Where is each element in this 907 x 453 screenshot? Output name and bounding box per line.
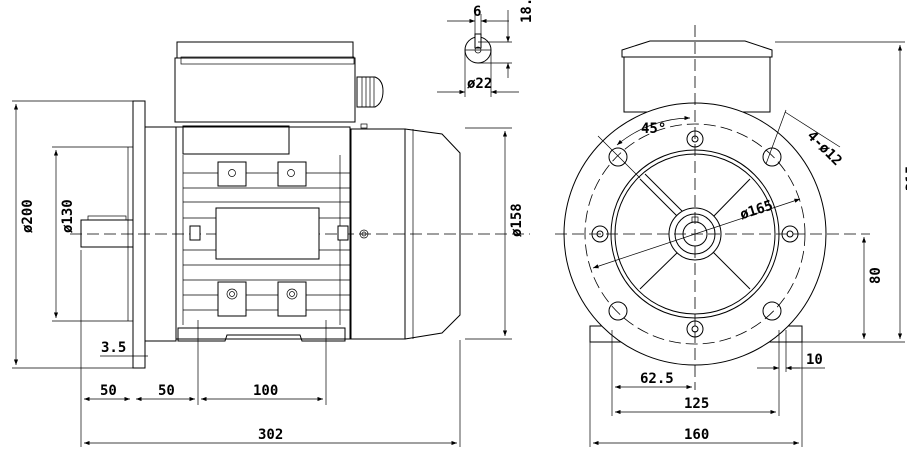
dim-foot-spacing: 125: [684, 396, 709, 412]
dim-half-foot-spacing: 62.5: [640, 371, 674, 387]
side-dimensions: ø200 ø130 ø158 3.5 50 50 100 302: [12, 100, 525, 447]
motor-body: [175, 126, 351, 340]
dim-spigot-depth: 3.5: [101, 340, 126, 356]
ground-screw-icon: [359, 229, 369, 239]
keyway: [474, 33, 482, 49]
dim-base-width: 160: [684, 427, 709, 443]
dim-foot-spacing: 100: [253, 383, 278, 399]
top-mounting-lugs: [217, 161, 307, 187]
dim-spigot-dia: ø130: [60, 199, 76, 233]
cable-gland-ribs: [361, 77, 375, 107]
dim-shaft-length: 50: [100, 383, 117, 399]
dim-angle: 45°: [641, 121, 666, 137]
nameplate: [215, 207, 320, 260]
shaft: [80, 219, 134, 248]
front-view: 45° 4-ø12 ø165 215 80 10 62.5 125 160: [555, 25, 907, 447]
dim-fan-cover-dia: ø158: [509, 203, 525, 237]
dim-flange-dia: ø200: [20, 199, 36, 233]
dim-overall-height: 215: [904, 166, 907, 191]
dim-flange-to-foot: 50: [158, 383, 175, 399]
terminal-box-cover-front: [621, 40, 773, 58]
fan-cover-end: [404, 128, 461, 340]
terminal-box-base: [182, 125, 290, 155]
front-dimensions: 45° 4-ø12 ø165 215 80 10 62.5 125 160: [589, 41, 907, 447]
fan-cover-screw: [360, 123, 368, 129]
feet: [177, 327, 346, 342]
shaft-key-detail: 6 18.5 ø22: [437, 0, 535, 97]
dim-foot-width: 10: [806, 352, 823, 368]
dim-shaft-height: 80: [868, 267, 884, 284]
terminal-box-cover: [176, 41, 354, 59]
side-view: ø200 ø130 ø158 3.5 50 50 100 302: [12, 41, 530, 447]
foot-bolts-side: [217, 281, 307, 317]
lifting-lug-left: [189, 225, 201, 241]
dim-key-width: 6: [473, 4, 481, 20]
cable-gland: [356, 76, 384, 108]
terminal-box: [174, 57, 356, 123]
flange: [132, 100, 146, 369]
dim-key-height: 18.5: [519, 0, 535, 23]
dim-shaft-dia: ø22: [467, 76, 492, 92]
lifting-lug-right: [337, 225, 349, 241]
dim-overall-length: 302: [258, 427, 283, 443]
terminal-box-rim: [180, 56, 355, 65]
dim-holes: 4-ø12: [804, 128, 845, 169]
shaft-key: [87, 215, 127, 221]
